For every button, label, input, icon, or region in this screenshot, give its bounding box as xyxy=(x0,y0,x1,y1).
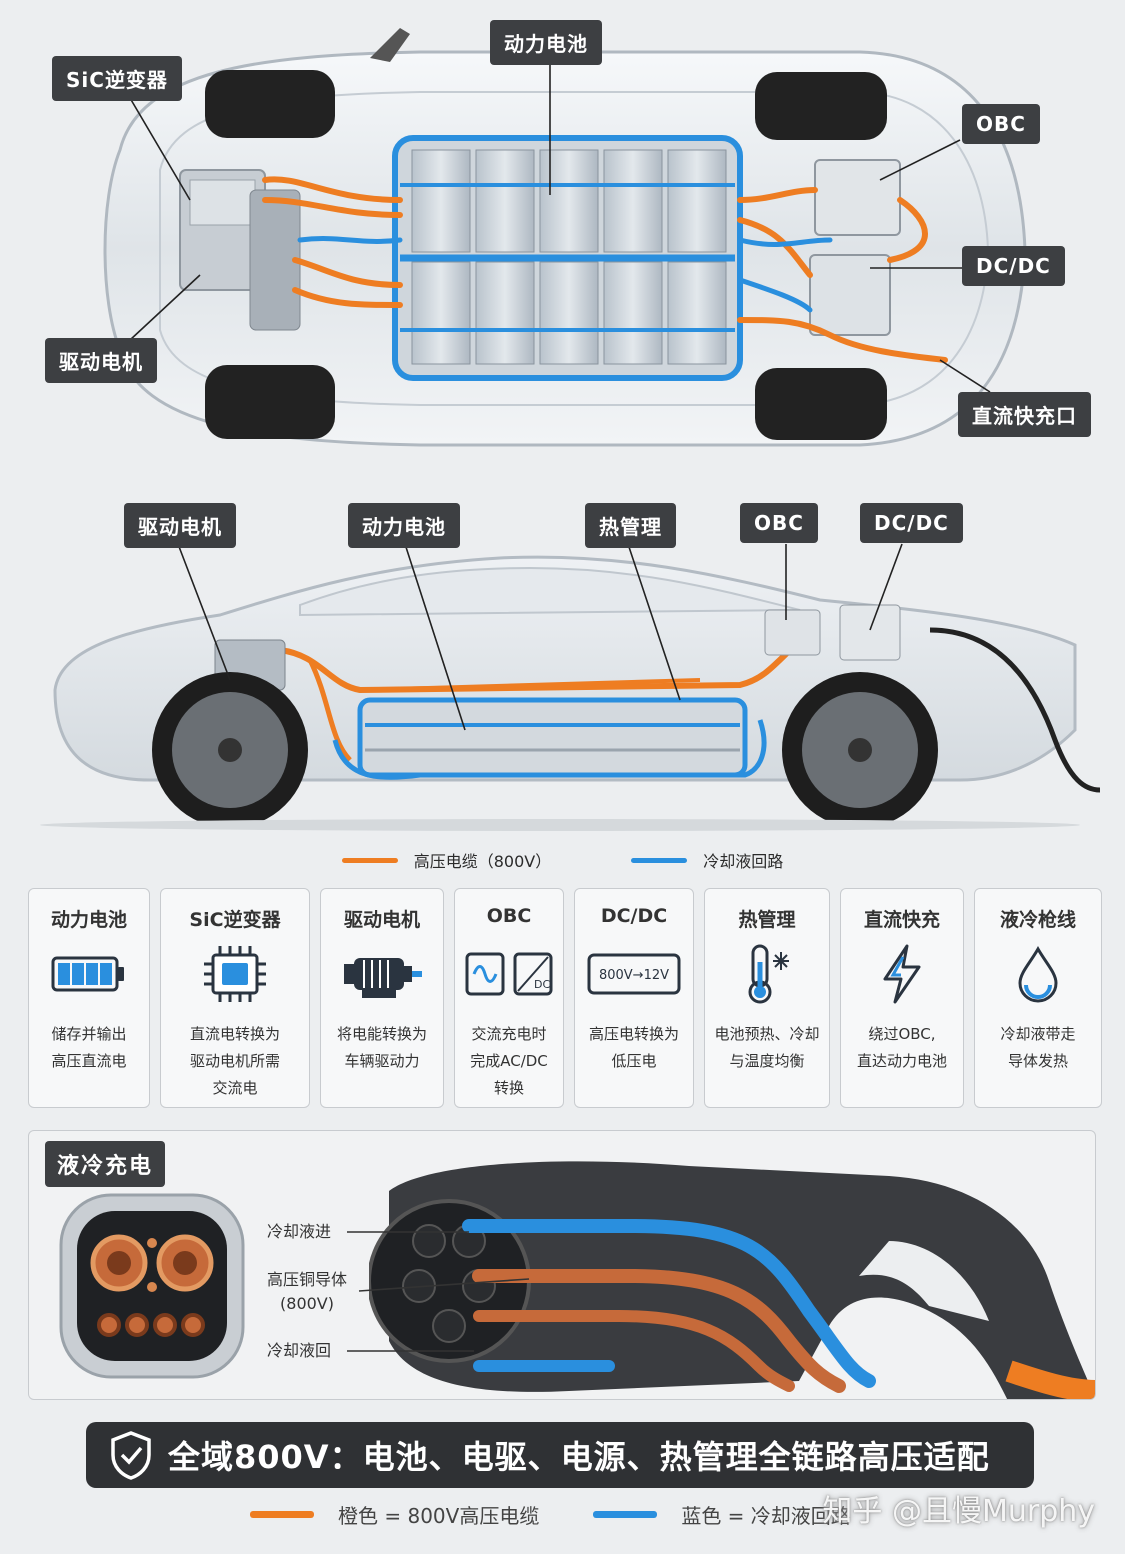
label-fast-charge-top: 直流快充口 xyxy=(958,392,1091,437)
card-title: 驱动电机 xyxy=(343,909,420,931)
wheel-rl xyxy=(205,365,335,439)
legend-hv-label: 高压电缆（800V） xyxy=(413,852,552,871)
watermark: 知乎 @且慢Murphy xyxy=(822,1494,1095,1529)
droplet-icon xyxy=(1016,935,1060,1013)
obc-module xyxy=(814,159,901,236)
dcdc-icon-text: 800V→12V xyxy=(599,968,669,983)
charging-gun-cutaway xyxy=(369,1161,1095,1399)
card-title: 液冷枪线 xyxy=(999,909,1076,931)
blue-line xyxy=(593,1511,658,1518)
battery-cell xyxy=(539,149,599,253)
motor-icon xyxy=(340,935,424,1013)
card-dcdc: DC/DC 800V→12V 高压电转换为 低压电 xyxy=(574,888,694,1108)
label-conductor: 高压铜导体 (800V) xyxy=(267,1268,347,1316)
battery-cell xyxy=(411,261,471,365)
battery-cell xyxy=(539,261,599,365)
thermometer-icon xyxy=(737,935,797,1013)
chip-icon xyxy=(200,935,270,1013)
battery-cell xyxy=(603,261,663,365)
card-title: OBC xyxy=(486,905,532,927)
label-conductor-name: 高压铜导体 xyxy=(267,1270,348,1289)
label-obc-side: OBC xyxy=(740,503,818,543)
label-thermal-side: 热管理 xyxy=(585,503,676,548)
label-coolant-in: 冷却液进 xyxy=(267,1222,332,1241)
card-desc: 将电能转换为 车辆驱动力 xyxy=(336,1025,427,1070)
orange-line xyxy=(250,1511,314,1518)
card-battery: 动力电池 储存并输出 高压直流电 xyxy=(28,888,150,1108)
component-cards: 动力电池 储存并输出 高压直流电 SiC逆变器 直流电转换为 驱动电机所需 交流… xyxy=(28,888,1102,1108)
label-battery-side: 动力电池 xyxy=(348,503,460,548)
bottom-legend-orange: 橙色 = 800V高压电缆 xyxy=(338,1504,540,1528)
battery-icon xyxy=(51,935,127,1013)
card-desc: 直流电转换为 驱动电机所需 交流电 xyxy=(189,1025,280,1097)
wheel-fr xyxy=(755,72,887,140)
label-motor-top: 驱动电机 xyxy=(45,338,157,383)
wheel-rr xyxy=(755,368,887,440)
blue-swatch xyxy=(631,857,688,863)
card-liquid-cable: 液冷枪线 冷却液带走 导体发热 xyxy=(974,888,1102,1108)
card-fast-charge: 直流快充 绕过OBC, 直达动力电池 xyxy=(840,888,964,1108)
obc-side xyxy=(764,609,821,656)
label-battery-top: 动力电池 xyxy=(490,20,602,65)
top-view-diagram xyxy=(103,28,1027,447)
dcdc-module xyxy=(809,254,891,336)
charge-cable-side xyxy=(929,627,1101,793)
card-desc: 交流充电时 完成AC/DC 转换 xyxy=(470,1025,548,1097)
shield-check-icon xyxy=(108,1430,154,1480)
bottom-legend-blue: 蓝色 = 冷却液回路 xyxy=(681,1504,851,1528)
rear-wheel-side xyxy=(782,672,938,828)
acdc-icon: DC xyxy=(464,935,554,1013)
card-desc: 电池预热、冷却 与温度均衡 xyxy=(714,1025,820,1070)
card-desc: 高压电转换为 低压电 xyxy=(588,1025,679,1070)
card-title: 动力电池 xyxy=(50,909,127,931)
banner-text: 全域800V：电池、电驱、电源、热管理全链路高压适配 xyxy=(168,1438,990,1476)
wheel-fl xyxy=(205,70,335,138)
card-desc: 冷却液带走 导体发热 xyxy=(1000,1025,1076,1070)
label-dcdc-top: DC/DC xyxy=(962,246,1065,286)
charging-title: 液冷充电 xyxy=(45,1141,166,1187)
legend-coolant: 冷却液回路 xyxy=(631,848,783,872)
battery-cell xyxy=(411,149,471,253)
charging-socket xyxy=(59,1193,245,1379)
liquid-charging-section: 液冷充电 xyxy=(28,1130,1096,1400)
card-title: DC/DC xyxy=(600,905,668,927)
lightning-icon xyxy=(877,935,927,1013)
line-legend: 高压电缆（800V） 冷却液回路 xyxy=(0,848,1125,872)
battery-cell xyxy=(475,149,535,253)
label-obc-top: OBC xyxy=(962,104,1040,144)
battery-cell xyxy=(603,149,663,253)
label-conductor-voltage: (800V) xyxy=(280,1294,334,1313)
card-sic: SiC逆变器 直流电转换为 驱动电机所需 交流电 xyxy=(160,888,310,1108)
card-motor: 驱动电机 将电能转换为 车辆驱动力 xyxy=(320,888,444,1108)
card-title: SiC逆变器 xyxy=(189,909,281,931)
summary-banner: 全域800V：电池、电驱、电源、热管理全链路高压适配 xyxy=(86,1422,1034,1488)
battery-cell xyxy=(667,149,727,253)
orange-swatch xyxy=(341,857,398,863)
battery-cell xyxy=(667,261,727,365)
legend-hv: 高压电缆（800V） xyxy=(341,848,552,872)
front-wheel-side xyxy=(152,672,308,828)
label-motor-side: 驱动电机 xyxy=(124,503,236,548)
card-desc: 绕过OBC, 直达动力电池 xyxy=(856,1025,947,1070)
card-thermal: 热管理 电池预热、冷却 与温度均衡 xyxy=(704,888,830,1108)
battery-pack-side xyxy=(357,697,748,778)
obc-icon-text: DC xyxy=(534,978,550,991)
dcdc-side xyxy=(839,604,901,661)
battery-cell xyxy=(475,261,535,365)
legend-coolant-label: 冷却液回路 xyxy=(703,852,784,871)
card-obc: OBC DC 交流充电时 完成AC/DC 转换 xyxy=(454,888,564,1108)
card-title: 热管理 xyxy=(738,909,796,931)
card-title: 直流快充 xyxy=(863,909,940,931)
bottom-legend: 橙色 = 800V高压电缆 蓝色 = 冷却液回路 xyxy=(250,1500,851,1529)
label-coolant-out: 冷却液回 xyxy=(267,1341,332,1360)
card-desc: 储存并输出 高压直流电 xyxy=(51,1025,127,1070)
label-dcdc-side: DC/DC xyxy=(860,503,963,543)
label-sic-top: SiC逆变器 xyxy=(52,56,182,101)
voltage-converter-icon: 800V→12V xyxy=(586,935,682,1013)
